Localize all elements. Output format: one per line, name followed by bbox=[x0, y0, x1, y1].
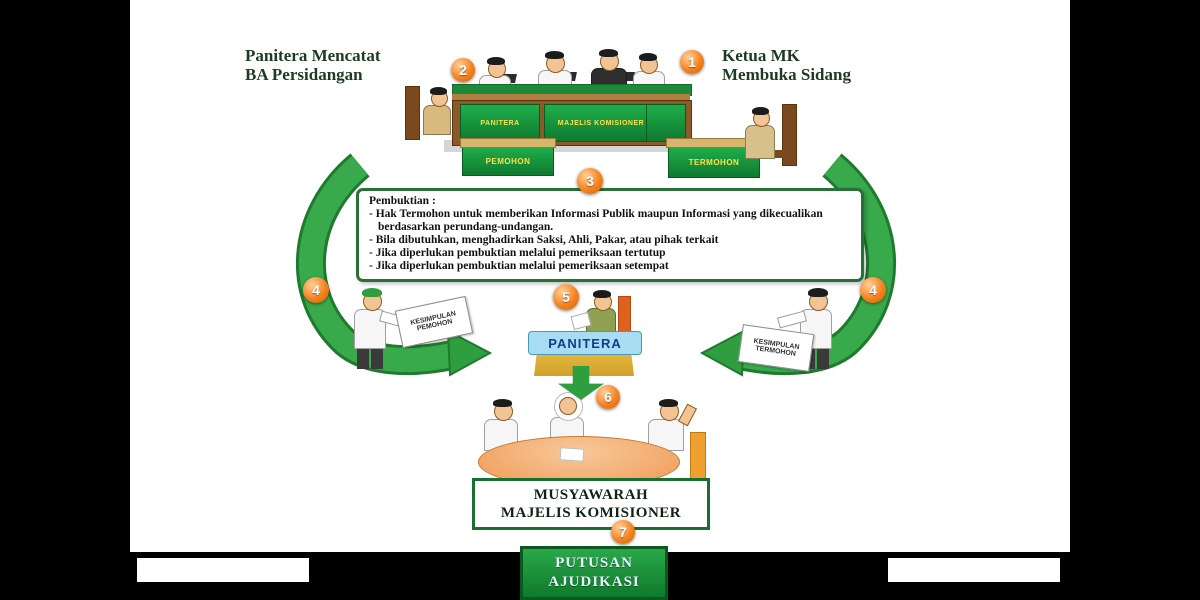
putusan-line1: PUTUSAN bbox=[555, 555, 633, 571]
bench-panel-right bbox=[646, 104, 686, 142]
step-badge-4-left: 4 bbox=[303, 277, 329, 303]
judge4-hair bbox=[639, 53, 657, 61]
panitera-hair bbox=[593, 290, 611, 298]
step-badge-7: 7 bbox=[611, 520, 635, 544]
table-paper bbox=[559, 447, 585, 462]
note-left-line1: Panitera Mencatat bbox=[245, 46, 381, 65]
musyawarah-box: MUSYAWARAH MAJELIS KOMISIONER bbox=[472, 478, 710, 530]
note-left-line2: BA Persidangan bbox=[245, 65, 363, 84]
putusan-line2: AJUDIKASI bbox=[548, 574, 640, 590]
note-right-line2: Membuka Sidang bbox=[722, 65, 851, 84]
clerk-chair bbox=[405, 86, 420, 140]
musyawarah-line1: MUSYAWARAH bbox=[533, 487, 649, 503]
pemohon-messenger-leg bbox=[357, 347, 369, 369]
bench-edge bbox=[452, 94, 690, 100]
step-badge-1: 1 bbox=[680, 50, 704, 74]
note-right-line1: Ketua MK bbox=[722, 46, 800, 65]
judge1-hair bbox=[487, 57, 505, 65]
putusan-ajudikasi-box: PUTUSAN AJUDIKASI bbox=[520, 546, 668, 600]
komisioner1-hair bbox=[493, 399, 512, 407]
komisioner2-head bbox=[559, 397, 577, 415]
bottom-left-placeholder bbox=[137, 558, 309, 582]
step-badge-4-right: 4 bbox=[860, 277, 886, 303]
pembuktian-bullet: - Jika diperlukan pembuktian melalui pem… bbox=[369, 260, 669, 272]
bench-panel-majelis-komisioner: MAJELIS KOMISIONER bbox=[544, 104, 658, 142]
pemohon-messenger-headband bbox=[362, 288, 382, 297]
termohon-hair bbox=[752, 107, 769, 115]
termohon-torso bbox=[745, 125, 775, 159]
komisioner3-hair bbox=[659, 399, 678, 407]
pemohon-desk-panel: PEMOHON bbox=[462, 146, 554, 176]
termohon-messenger-leg bbox=[817, 347, 829, 369]
step-badge-2: 2 bbox=[451, 58, 475, 82]
clerk-torso bbox=[423, 105, 451, 135]
step-badge-3: 3 bbox=[577, 168, 603, 194]
note-ketua-mk: Ketua MK Membuka Sidang bbox=[722, 46, 851, 84]
step-badge-5: 5 bbox=[553, 284, 579, 310]
pembuktian-bullet: - Hak Termohon untuk memberikan Informas… bbox=[369, 208, 823, 233]
clerk-hair bbox=[430, 87, 447, 95]
pembuktian-title: Pembuktian : bbox=[369, 195, 436, 207]
step-badge-6: 6 bbox=[596, 385, 620, 409]
pembuktian-bullet: - Bila dibutuhkan, menghadirkan Saksi, A… bbox=[369, 234, 719, 246]
pembuktian-box: Pembuktian : - Hak Termohon untuk member… bbox=[356, 188, 864, 282]
musyawarah-line2: MAJELIS KOMISIONER bbox=[500, 505, 682, 521]
bottom-right-placeholder bbox=[888, 558, 1060, 582]
judge2-hair bbox=[545, 51, 564, 59]
termohon-messenger-hair bbox=[808, 288, 828, 297]
panitera-desk-banner: PANITERA bbox=[528, 331, 642, 355]
pembuktian-bullet: - Jika diperlukan pembuktian melalui pem… bbox=[369, 247, 666, 259]
note-panitera-mencatat: Panitera Mencatat BA Persidangan bbox=[245, 46, 380, 84]
pemohon-desktop bbox=[460, 138, 556, 148]
judge3-hair bbox=[599, 49, 618, 57]
musyawarah-chair bbox=[690, 432, 706, 480]
bench-panel-panitera: PANITERA bbox=[460, 104, 540, 142]
pemohon-messenger-leg bbox=[371, 347, 383, 369]
